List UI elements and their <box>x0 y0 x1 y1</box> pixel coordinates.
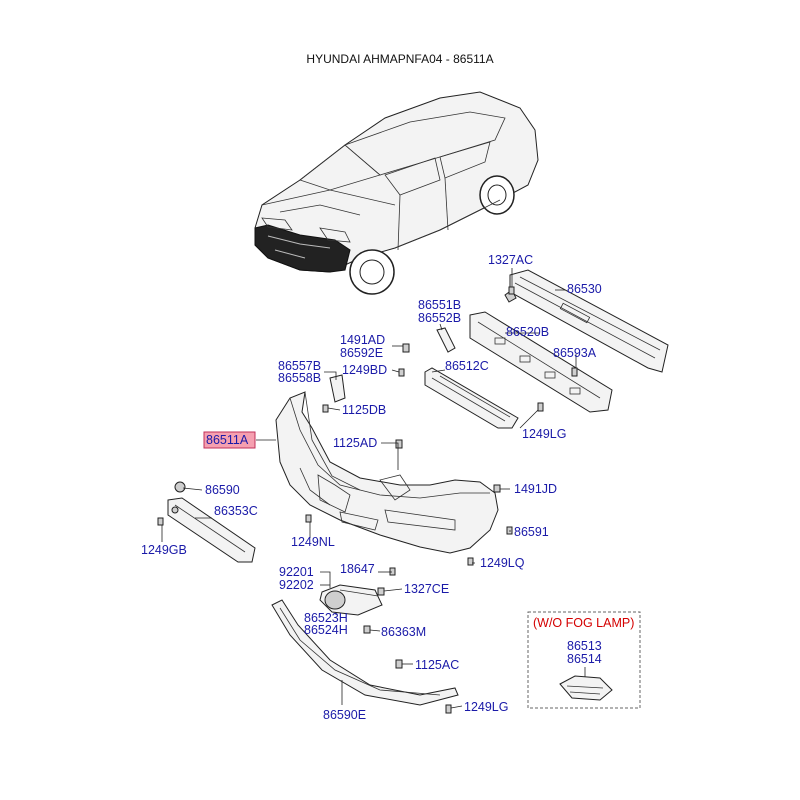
label-86513: 86513 <box>567 639 602 653</box>
diagram-title: HYUNDAI AHMAPNFA04 - 86511A <box>306 52 494 66</box>
fasteners <box>157 286 544 714</box>
label-18647: 18647 <box>340 562 375 576</box>
label-wo-fog-lamp: (W/O FOG LAMP) <box>533 616 634 630</box>
label-86524h: 86524H <box>304 623 348 637</box>
front-lip <box>271 599 459 706</box>
bracket-86551b <box>436 327 456 353</box>
screw-1249bd <box>398 368 405 377</box>
screw-1249lg-bottom <box>445 704 452 714</box>
label-86530: 86530 <box>567 282 602 296</box>
clip-1327ce-2 <box>377 587 385 596</box>
label-1327ac: 1327AC <box>488 253 533 267</box>
clip-86363m <box>363 625 371 634</box>
label-86591: 86591 <box>514 525 549 539</box>
screw-1249lq <box>467 557 474 566</box>
part-labels: 1327AC 86530 86551B 86552B 86520B 1491AD… <box>141 253 634 722</box>
bolt-1125ac <box>395 659 403 669</box>
label-86520b: 86520B <box>506 325 549 339</box>
leader-lines <box>161 268 586 709</box>
highlight-86511a <box>203 431 256 449</box>
bumper-absorber <box>469 311 613 413</box>
front-bumper-cover <box>275 391 499 554</box>
lower-grille <box>424 367 519 429</box>
label-86523h: 86523H <box>304 611 348 625</box>
label-86363m: 86363M <box>381 625 426 639</box>
clip-1491ad <box>402 343 410 353</box>
label-86511a: 86511A <box>206 433 249 447</box>
label-1249lq: 1249LQ <box>480 556 525 570</box>
label-86512c: 86512C <box>445 359 489 373</box>
screw-1249lg-top <box>537 402 544 412</box>
label-1491jd: 1491JD <box>514 482 557 496</box>
label-1491ad: 1491AD <box>340 333 385 347</box>
label-1249lg-bottom: 1249LG <box>464 700 508 714</box>
clip-1491jd <box>493 484 501 493</box>
label-1249gb: 1249GB <box>141 543 187 557</box>
label-86557b: 86557B <box>278 359 321 373</box>
label-1125ac: 1125AC <box>415 658 459 672</box>
label-86353c: 86353C <box>214 504 258 518</box>
label-86593a: 86593A <box>553 346 597 360</box>
label-86590e: 86590E <box>323 708 366 722</box>
label-1125ad: 1125AD <box>333 436 377 450</box>
screw-1125db <box>322 404 329 413</box>
label-1327ce: 1327CE <box>404 582 449 596</box>
label-1125db: 1125DB <box>342 403 386 417</box>
label-1249nl: 1249NL <box>291 535 335 549</box>
label-86590: 86590 <box>205 483 240 497</box>
label-92201: 92201 <box>279 565 314 579</box>
label-92202: 92202 <box>279 578 314 592</box>
label-86551b: 86551B <box>418 298 461 312</box>
bumper-bracket <box>167 481 256 563</box>
screw-1249nl <box>305 514 312 523</box>
clip-86591 <box>506 526 513 535</box>
bolt-1125ad <box>395 439 403 449</box>
label-86514: 86514 <box>567 652 602 666</box>
label-1249lg-top: 1249LG <box>522 427 566 441</box>
clip-1327ce <box>389 567 396 576</box>
car-illustration <box>254 91 539 295</box>
screw-1249gb <box>157 517 164 526</box>
label-86592e: 86592E <box>340 346 383 360</box>
label-86558b: 86558B <box>278 371 321 385</box>
bracket-86557b <box>329 374 346 403</box>
fog-lamp-blank-box <box>527 611 641 709</box>
clip-1327ac <box>508 286 515 295</box>
label-1249bd: 1249BD <box>342 363 387 377</box>
fog-lamp <box>319 584 383 616</box>
label-86552b: 86552B <box>418 311 461 325</box>
